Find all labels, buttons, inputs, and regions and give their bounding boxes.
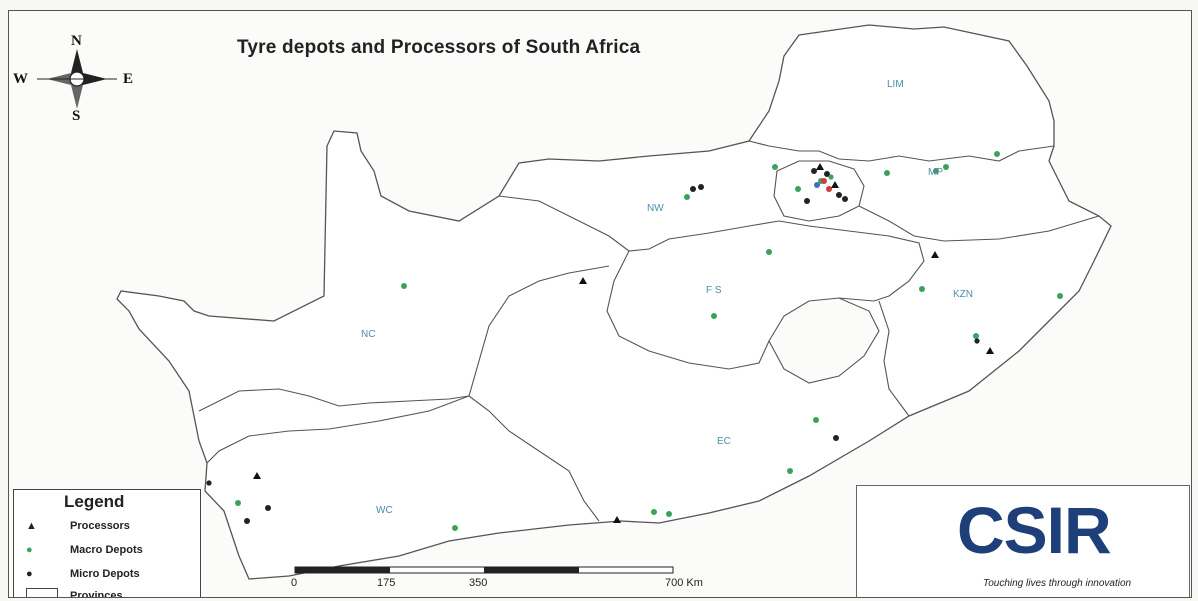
compass-east-label: E <box>123 71 134 87</box>
logo-wordmark: CSIR <box>957 493 1112 567</box>
scale-label-175: 175 <box>377 577 396 589</box>
black-dot-icon: ● <box>26 568 33 580</box>
polygon-swatch-icon <box>26 588 70 597</box>
legend-title: Legend <box>64 492 125 511</box>
triangle-icon: ▲ <box>26 520 37 532</box>
country-outline <box>116 24 1112 580</box>
province-label-fs: F S <box>706 285 722 296</box>
lesotho-outline <box>768 297 880 384</box>
legend-item-processors: ▲Processors <box>26 520 130 532</box>
province-label-wc: WC <box>376 505 393 516</box>
scale-label-350: 350 <box>469 577 488 589</box>
compass-south-label: S <box>72 108 81 124</box>
map-title: Tyre depots and Processors of South Afri… <box>237 37 641 58</box>
logo-tagline: Touching lives through innovation <box>983 578 1132 589</box>
map-legend: Legend ▲Processors ●Macro Depots ●Micro … <box>13 489 201 597</box>
green-dot-icon: ● <box>26 544 33 556</box>
processor-points <box>253 163 994 523</box>
province-borders <box>198 140 1100 522</box>
map-frame: Tyre depots and Processors of South Afri… <box>8 10 1192 598</box>
compass-north-label: N <box>71 33 82 49</box>
scale-label-700: 700 Km <box>665 577 703 589</box>
province-label-nc: NC <box>361 329 376 340</box>
legend-item-macro: ●Macro Depots <box>26 544 143 556</box>
compass-west-label: W <box>13 71 28 87</box>
province-label-lim: LIM <box>887 79 904 90</box>
csir-logo: CSIR Touching lives through innovation <box>856 485 1190 597</box>
micro-depot-points <box>206 168 980 524</box>
legend-item-provinces: Provinces <box>26 588 123 597</box>
compass-rose-icon <box>37 49 117 109</box>
macro-depot-points <box>235 151 1063 531</box>
province-label-nw: NW <box>647 203 664 214</box>
scale-bar <box>294 566 674 574</box>
gauteng-cluster <box>814 174 834 192</box>
province-label-mp: MP <box>928 167 943 178</box>
province-label-kzn: KZN <box>953 289 973 300</box>
province-label-ec: EC <box>717 436 731 447</box>
scale-label-0: 0 <box>291 577 298 589</box>
legend-item-micro: ●Micro Depots <box>26 568 140 580</box>
